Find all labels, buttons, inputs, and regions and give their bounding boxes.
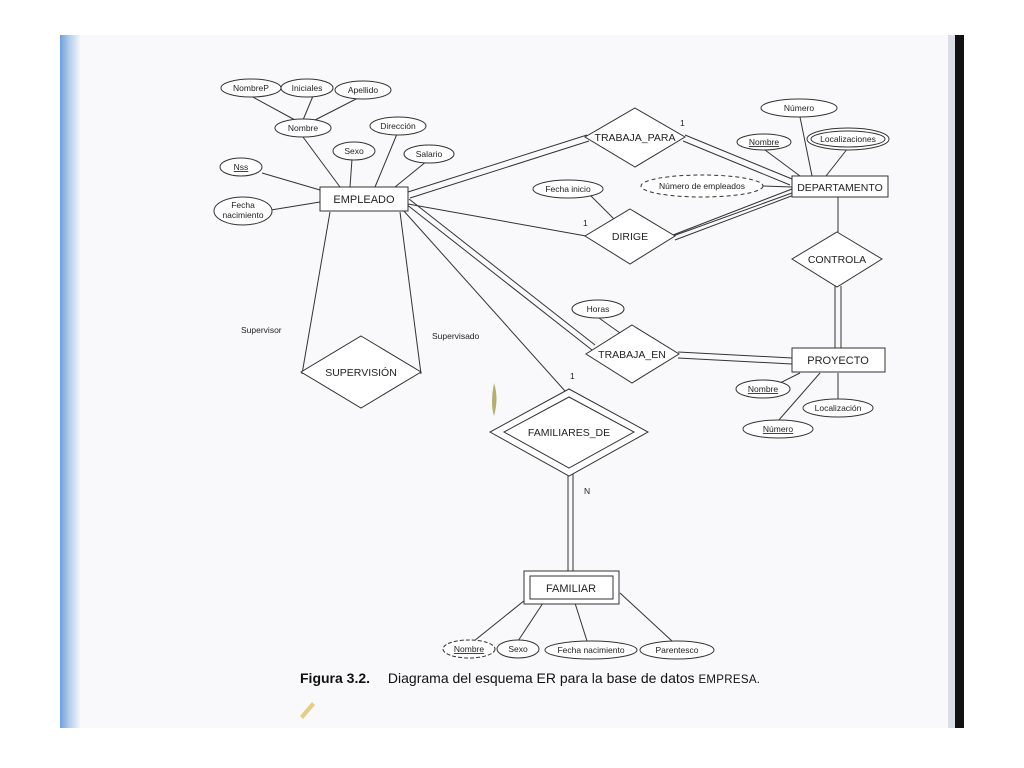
attribute-nombre-proyecto: Nombre <box>735 379 791 399</box>
attribute-label: Sexo <box>344 146 364 156</box>
attribute-parentesco: Parentesco <box>639 640 715 660</box>
cardinality-familiares-n: N <box>584 486 590 496</box>
entity-familiar: FAMILIAR <box>523 570 620 605</box>
attribute-label: Nombre <box>748 384 779 394</box>
attribute-label: Parentesco <box>656 645 699 655</box>
attribute-label: Iniciales <box>292 83 323 93</box>
attribute-label: Nombre <box>454 644 485 654</box>
attribute-label: Nss <box>234 162 249 172</box>
attribute-label: Sexo <box>508 644 528 654</box>
attribute-nombre-empleado: Nombre <box>274 118 332 138</box>
attribute-nombrep: NombreP <box>220 78 282 98</box>
scan-right-border <box>955 35 964 728</box>
attribute-fecha-inicio: Fecha inicio <box>532 179 604 199</box>
relationship-dirige: DIRIGE <box>584 208 676 265</box>
role-label-supervisor: Supervisor <box>241 325 282 335</box>
attribute-direccion: Dirección <box>369 116 427 136</box>
attribute-nombre-familiar: Nombre <box>442 639 496 659</box>
attribute-label: Apellido <box>348 85 379 95</box>
connector-lines <box>250 95 849 642</box>
relationship-label: DIRIGE <box>612 231 648 243</box>
entity-label: EMPLEADO <box>333 194 395 206</box>
cardinality-familiares-1: 1 <box>570 371 575 381</box>
total-participation-lines <box>402 134 842 571</box>
attribute-fecha-nacimiento-empleado: Fecha nacimiento <box>213 196 273 226</box>
attribute-localizacion: Localización <box>802 398 874 418</box>
attribute-label: Localizaciones <box>820 134 876 144</box>
scan-left-edge <box>60 35 80 728</box>
relationship-trabaja-en: TRABAJA_EN <box>585 324 680 384</box>
attribute-label: Nombre <box>749 137 780 147</box>
attribute-label: Fecha inicio <box>545 184 591 194</box>
page-background <box>60 35 955 728</box>
relationship-label: FAMILIARES_DE <box>528 427 610 439</box>
pencil-mark <box>300 702 315 719</box>
figure-caption: Figura 3.2. Diagrama del esquema ER para… <box>300 670 760 686</box>
attribute-label: Fecha nacimiento <box>557 645 624 655</box>
attribute-fecha-nacimiento-familiar: Fecha nacimiento <box>544 640 638 660</box>
attribute-label: Horas <box>587 304 610 314</box>
attribute-sexo-empleado: Sexo <box>332 141 376 161</box>
attribute-label: NombreP <box>233 83 269 93</box>
entity-empleado: EMPLEADO <box>319 186 409 212</box>
entity-proyecto: PROYECTO <box>791 347 886 373</box>
attribute-sexo-familiar: Sexo <box>496 639 540 659</box>
attribute-numero-empleados: Número de empleados <box>640 174 764 198</box>
attribute-iniciales: Iniciales <box>280 78 334 98</box>
relationship-label: SUPERVISIÓN <box>325 366 397 379</box>
relationship-supervision: SUPERVISIÓN <box>300 335 422 409</box>
scan-right-edge <box>948 35 955 728</box>
attribute-label-line2: nacimiento <box>222 210 263 220</box>
attribute-nombre-departamento: Nombre <box>736 133 792 151</box>
attribute-label: Localización <box>815 403 862 413</box>
caption-database-name: EMPRESA. <box>698 674 761 686</box>
attribute-label: Salario <box>416 149 443 159</box>
relationship-label: TRABAJA_EN <box>598 349 666 361</box>
attribute-nss: Nss <box>219 157 263 177</box>
attribute-label: Dirección <box>380 121 416 131</box>
relationship-controla: CONTROLA <box>791 231 883 288</box>
entity-label: PROYECTO <box>807 355 869 367</box>
entity-departamento: DEPARTAMENTO <box>791 175 889 198</box>
cardinality-dirige: 1 <box>583 218 588 228</box>
relationship-label: CONTROLA <box>808 254 866 266</box>
attribute-label-line1: Fecha <box>231 200 255 210</box>
relationship-familiares-de: FAMILIARES_DE <box>488 388 650 477</box>
scan-mark <box>492 383 497 416</box>
attribute-label: Número <box>784 103 815 113</box>
role-label-supervisado: Supervisado <box>432 331 480 341</box>
relationship-label: TRABAJA_PARA <box>595 132 676 144</box>
attribute-salario: Salario <box>403 144 455 164</box>
entity-label: FAMILIAR <box>546 583 596 595</box>
caption-text: Diagrama del esquema ER para la base de … <box>387 670 695 686</box>
entity-label: DEPARTAMENTO <box>797 182 883 194</box>
attribute-horas: Horas <box>571 299 625 319</box>
relationship-trabaja-para: TRABAJA_PARA <box>584 107 686 168</box>
attribute-label: Nombre <box>288 123 319 133</box>
attribute-numero-departamento: Número <box>760 98 838 118</box>
attribute-apellido: Apellido <box>334 80 392 100</box>
attribute-localizaciones: Localizaciones <box>806 127 890 151</box>
caption-label: Figura 3.2. <box>300 670 371 686</box>
attribute-label: Número de empleados <box>659 181 745 191</box>
cardinality-trabaja-para: 1 <box>680 118 685 128</box>
attribute-numero-proyecto: Número <box>742 419 814 439</box>
attribute-label: Número <box>763 424 794 434</box>
